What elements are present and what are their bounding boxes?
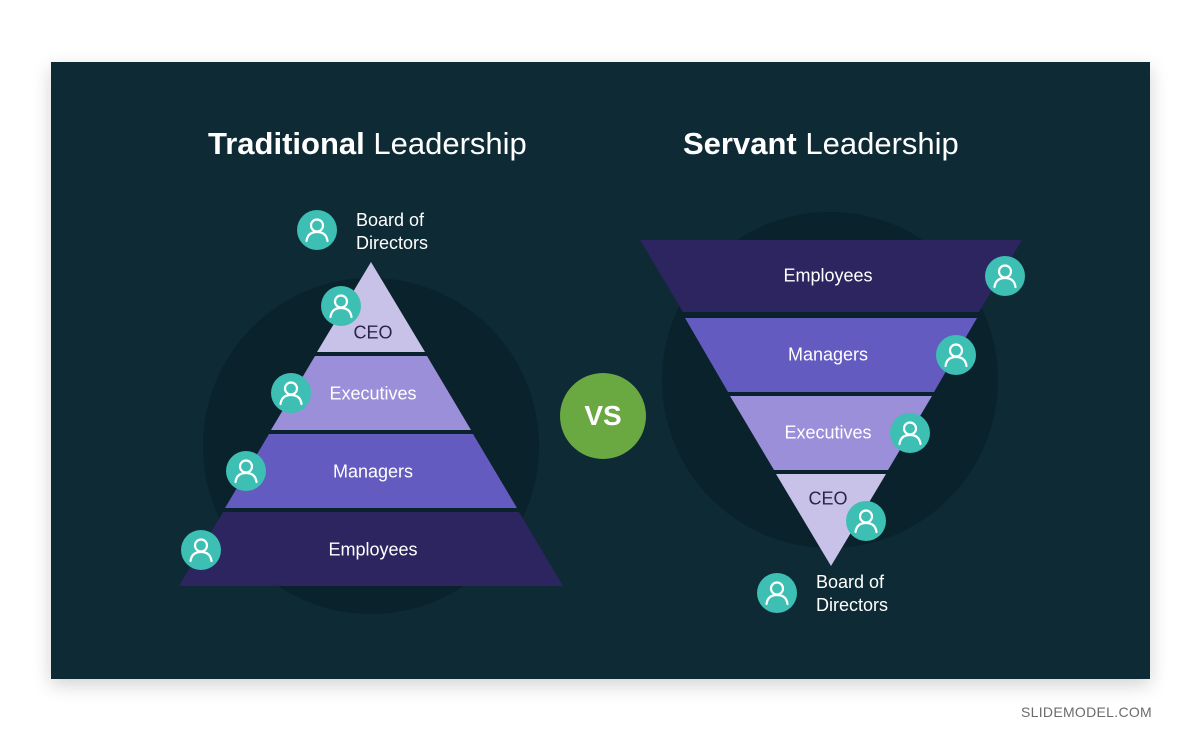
- servant-level-employees: [640, 240, 1022, 312]
- servant-level-executives: [730, 396, 932, 470]
- traditional-level-employees: [179, 512, 563, 586]
- person-icon: [226, 451, 266, 491]
- person-icon: [297, 210, 337, 250]
- traditional-label-managers: Managers: [332, 461, 414, 482]
- traditional-level-managers: [225, 434, 517, 508]
- traditional-level-ceo: [317, 262, 425, 352]
- traditional-label-employees: Employees: [328, 539, 418, 560]
- traditional-label-ceo: CEO: [353, 322, 393, 343]
- traditional-label-executives: Executives: [329, 383, 417, 404]
- person-icon: [890, 413, 930, 453]
- person-icon: [181, 530, 221, 570]
- servant-label-managers: Managers: [787, 344, 869, 365]
- traditional-level-executives: [271, 356, 471, 430]
- person-icon: [321, 286, 361, 326]
- person-icon: [985, 256, 1025, 296]
- traditional-board-label: Board of Directors: [356, 210, 429, 253]
- vs-badge: VS: [560, 373, 646, 459]
- servant-level-ceo: [776, 474, 886, 566]
- servant-board-label: Board of Directors: [816, 572, 889, 615]
- traditional-title: Traditional Leadership: [208, 126, 527, 161]
- servant-level-managers: [685, 318, 977, 392]
- servant-title: Servant Leadership: [683, 126, 959, 161]
- servant-label-ceo: CEO: [808, 488, 848, 509]
- person-icon: [271, 373, 311, 413]
- person-icon: [936, 335, 976, 375]
- footer-watermark: SLIDEMODEL.COM: [1021, 704, 1152, 720]
- servant-label-executives: Executives: [784, 422, 872, 443]
- person-icon: [846, 501, 886, 541]
- person-icon: [757, 573, 797, 613]
- servant-label-employees: Employees: [783, 265, 873, 286]
- slide: Traditional Leadership Servant Leadershi…: [51, 62, 1150, 679]
